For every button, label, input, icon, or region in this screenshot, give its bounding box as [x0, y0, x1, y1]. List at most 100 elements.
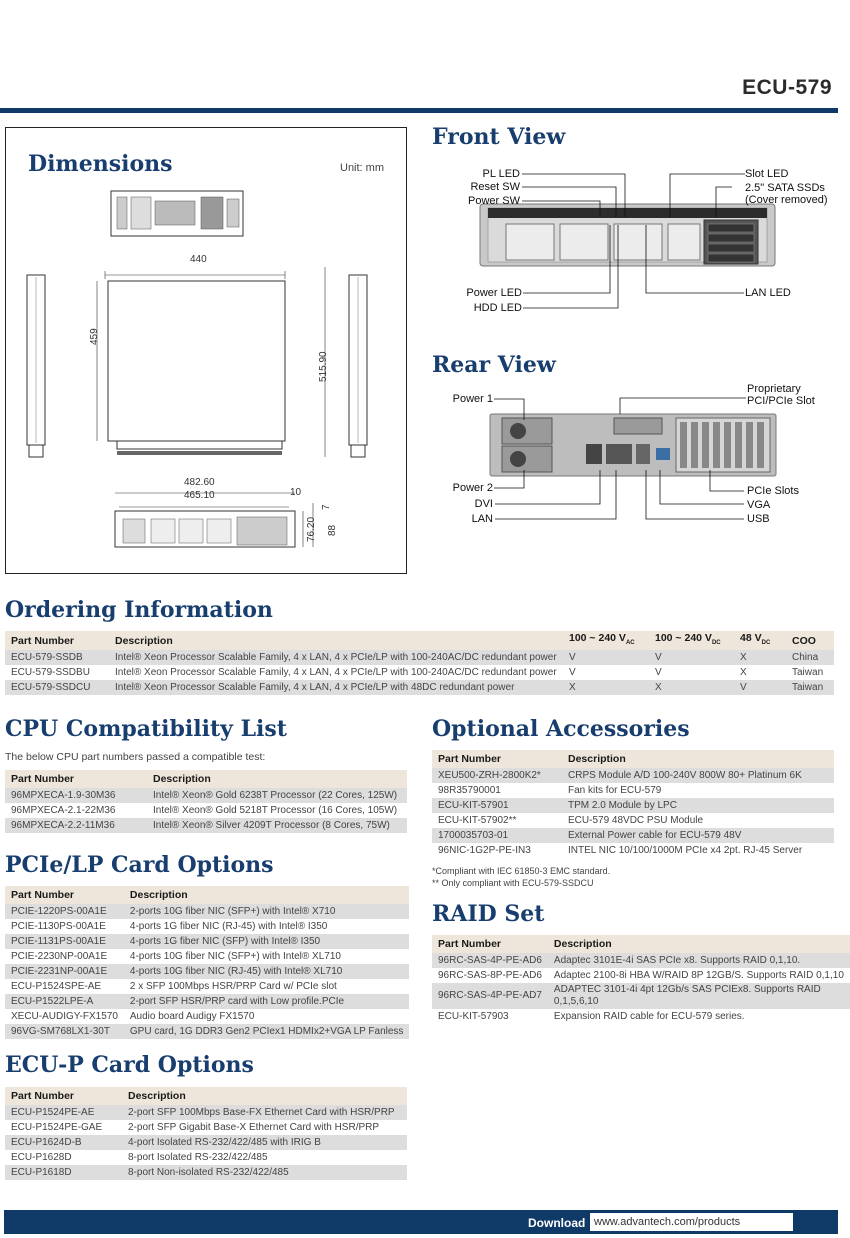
cell: 98R35790001: [432, 783, 562, 798]
col-description: Description: [147, 770, 407, 788]
cell: ECU-579-SSDCU: [5, 680, 109, 696]
callout-power-led: Power LED: [466, 287, 522, 299]
cell: X: [734, 650, 786, 666]
cell: Audio board Audigy FX1570: [123, 1009, 410, 1024]
col-part-number: Part Number: [432, 935, 548, 953]
cell: Intel® Xeon® Silver 4209T Processor (8 C…: [147, 818, 407, 833]
cell: Fan kits for ECU-579: [562, 783, 834, 798]
col-part-number: Part Number: [432, 750, 562, 768]
accessories-title: Optional Accessories: [432, 716, 690, 742]
cell: Taiwan: [786, 665, 834, 681]
cell: Intel® Xeon Processor Scalable Family, 4…: [109, 665, 563, 681]
ordering-table: Part Number Description 100 ~ 240 VAC 10…: [5, 631, 834, 696]
cell: 96MPXECA-2.1-22M36: [5, 803, 147, 818]
cell: ADAPTEC 3101-4i 4pt 12Gb/s SAS PCIEx8. S…: [547, 983, 850, 1009]
front-view-title: Front View: [432, 124, 566, 150]
callout-power-sw: Power SW: [468, 195, 520, 207]
header-bar: [0, 108, 838, 113]
callout-lan: LAN: [471, 513, 493, 525]
dimensions-drawing: [26, 190, 368, 548]
callout-proprietary: Proprietary: [747, 383, 801, 395]
dim-height-10: 10: [290, 487, 302, 498]
dim-depth-515: 515.90: [318, 351, 329, 382]
callout-vga: VGA: [747, 499, 771, 511]
cell: ECU-KIT-57901: [432, 798, 562, 813]
cell: Taiwan: [786, 680, 834, 696]
front-view-image: [479, 203, 776, 267]
dim-depth-459: 459: [89, 328, 100, 345]
cell: ECU-KIT-57903: [432, 1009, 548, 1024]
cell: 2-port SFP Gigabit Base-X Ethernet Card …: [122, 1120, 407, 1135]
cell: PCIE-1220PS-00A1E: [5, 904, 124, 919]
accessories-table: Part Number Description XEU500-ZRH-2800K…: [432, 750, 834, 858]
callout-hdd-led: HDD LED: [473, 302, 522, 314]
cpu-title: CPU Compatibility List: [5, 716, 287, 742]
cell: V: [563, 665, 649, 681]
cell: 4-port Isolated RS-232/422/485 with IRIG…: [122, 1135, 407, 1150]
col-part-number: Part Number: [5, 631, 109, 651]
cell: GPU card, 1G DDR3 Gen2 PCIex1 HDMIx2+VGA…: [123, 1024, 410, 1039]
cell: V: [649, 665, 734, 681]
main-top-view: [96, 267, 326, 457]
col-48v-label: 48 V: [740, 632, 762, 644]
left-side-view: [26, 274, 46, 458]
col-48v: 48 VDC: [734, 631, 786, 651]
cell: ECU-P1628D: [5, 1150, 122, 1165]
dim-height-7: 7: [321, 504, 332, 510]
cell: XEU500-ZRH-2800K2*: [432, 768, 562, 783]
cell: PCIE-2231NP-00A1E: [5, 964, 124, 979]
dim-height-88: 88: [327, 524, 338, 536]
dim-width-482: 482.60: [184, 477, 215, 488]
right-side-view: [348, 274, 368, 458]
rear-view-callout-lines: [494, 397, 746, 520]
cell: PCIE-1130PS-00A1E: [5, 919, 124, 934]
cell: Adaptec 2100-8i HBA W/RAID 8P 12GB/S. Su…: [547, 968, 850, 983]
cell: ECU-579-SSDBU: [5, 665, 109, 681]
cell: ECU-579-SSDB: [5, 650, 109, 666]
front-dimension-view: [114, 492, 314, 548]
col-dc: 100 ~ 240 VDC: [649, 631, 734, 651]
cell: XECU-AUDIGY-FX1570: [5, 1009, 124, 1024]
cell: CRPS Module A/D 100-240V 800W 80+ Platin…: [562, 768, 834, 783]
raid-table: Part Number Description 96RC-SAS-4P-PE-A…: [432, 935, 850, 1024]
cell: ECU-KIT-57902**: [432, 813, 562, 828]
cell: ECU-P1524PE-AE: [5, 1105, 122, 1120]
cell: China: [786, 650, 834, 666]
col-part-number: Part Number: [5, 770, 147, 788]
model-name: ECU-579: [742, 76, 832, 99]
cell: 4-ports 10G fiber NIC (RJ-45) with Intel…: [123, 964, 410, 979]
callout-pcie-slots: PCIe Slots: [747, 485, 799, 497]
cell: TPM 2.0 Module by LPC: [562, 798, 834, 813]
callout-lan-led: LAN LED: [745, 287, 791, 299]
cell: V: [649, 650, 734, 666]
col-description: Description: [109, 631, 563, 651]
cell: 96NIC-1G2P-PE-IN3: [432, 843, 562, 858]
download-url-link[interactable]: www.advantech.com/products: [590, 1213, 793, 1231]
rear-view-title: Rear View: [432, 352, 556, 378]
cell: 2-port SFP 100Mbps Base-FX Ethernet Card…: [122, 1105, 407, 1120]
cell: 8-port Non-isolated RS-232/422/485: [122, 1165, 407, 1180]
cell: PCIE-1131PS-00A1E: [5, 934, 124, 949]
callout-reset-sw: Reset SW: [470, 181, 520, 193]
callout-usb: USB: [747, 513, 770, 525]
col-description: Description: [547, 935, 850, 953]
cell: X: [649, 680, 734, 696]
col-ac: 100 ~ 240 VAC: [563, 631, 649, 651]
cell: 1700035703-01: [432, 828, 562, 843]
cell: Intel® Xeon Processor Scalable Family, 4…: [109, 680, 563, 696]
cell: 8-port Isolated RS-232/422/485: [122, 1150, 407, 1165]
